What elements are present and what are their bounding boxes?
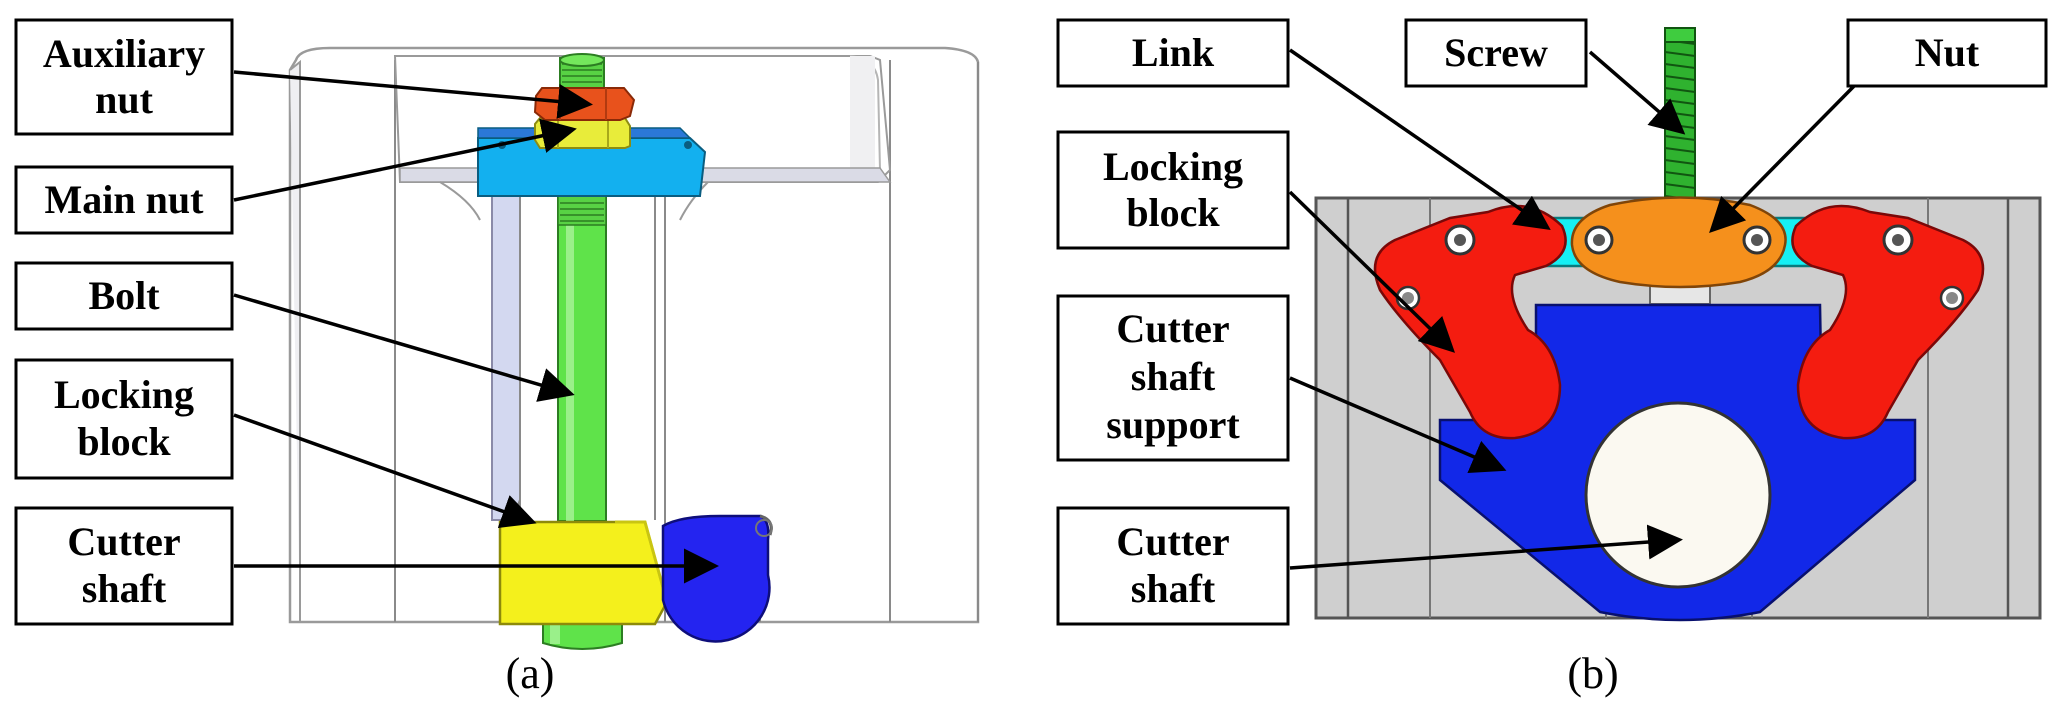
- leader-cutter-shaft-support: [1289, 376, 1507, 474]
- label-text: Link: [1132, 30, 1215, 75]
- label-locking-block-b: Locking block: [1056, 130, 1290, 250]
- caption-a: (a): [506, 649, 555, 698]
- label-text: Screw: [1444, 30, 1548, 75]
- panel-b: [1314, 27, 2042, 622]
- locking-block-b-right: [1791, 204, 1985, 440]
- label-text: Bolt: [88, 273, 160, 318]
- nut-b: [1570, 196, 1787, 289]
- label-text: support: [1106, 402, 1240, 447]
- label-text: Cutter: [67, 519, 180, 564]
- panel-a: [288, 46, 980, 650]
- leader-locking-block-b: [1288, 190, 1456, 353]
- label-main-nut: Main nut: [14, 165, 234, 235]
- label-text: Nut: [1915, 30, 1980, 75]
- label-text: nut: [95, 77, 153, 122]
- leader-locking-block-a: [233, 413, 537, 529]
- washer-plate: [477, 127, 707, 197]
- leader-nut: [1709, 76, 1864, 233]
- label-text: block: [1126, 190, 1220, 235]
- label-text: shaft: [1131, 354, 1216, 399]
- label-cutter-shaft-b: Cutter shaft: [1056, 506, 1290, 626]
- label-screw: Screw: [1404, 18, 1588, 88]
- label-auxiliary-nut: Auxiliary nut: [14, 18, 234, 136]
- label-text: shaft: [1131, 566, 1216, 611]
- label-locking-block-a: Locking block: [14, 358, 234, 480]
- leader-screw: [1588, 50, 1686, 135]
- label-text: Locking: [1103, 144, 1243, 189]
- locking-block-a: [498, 520, 669, 626]
- label-text: Cutter: [1116, 519, 1229, 564]
- leader-main-nut: [233, 118, 577, 202]
- label-text: block: [77, 419, 171, 464]
- housing-a: [288, 46, 980, 624]
- label-text: Auxiliary: [43, 31, 205, 76]
- leader-link: [1289, 48, 1551, 230]
- label-cutter-shaft-support: Cutter shaft support: [1056, 294, 1290, 462]
- caption-b: (b): [1567, 649, 1618, 698]
- label-cutter-shaft-a: Cutter shaft: [14, 506, 234, 626]
- label-link: Link: [1056, 18, 1290, 88]
- cutter-shaft-b: [1584, 401, 1772, 589]
- leader-auxiliary-nut: [233, 70, 593, 119]
- label-text: shaft: [82, 566, 167, 611]
- label-text: Main nut: [45, 177, 205, 222]
- label-text: Locking: [54, 372, 194, 417]
- label-bolt: Bolt: [14, 261, 234, 331]
- leader-bolt: [233, 293, 575, 402]
- leader-lines: [233, 48, 1864, 584]
- label-text: Cutter: [1116, 306, 1229, 351]
- cutter-shaft-a: [661, 514, 773, 643]
- leader-cutter-shaft-b: [1289, 524, 1683, 570]
- label-nut: Nut: [1846, 18, 2048, 88]
